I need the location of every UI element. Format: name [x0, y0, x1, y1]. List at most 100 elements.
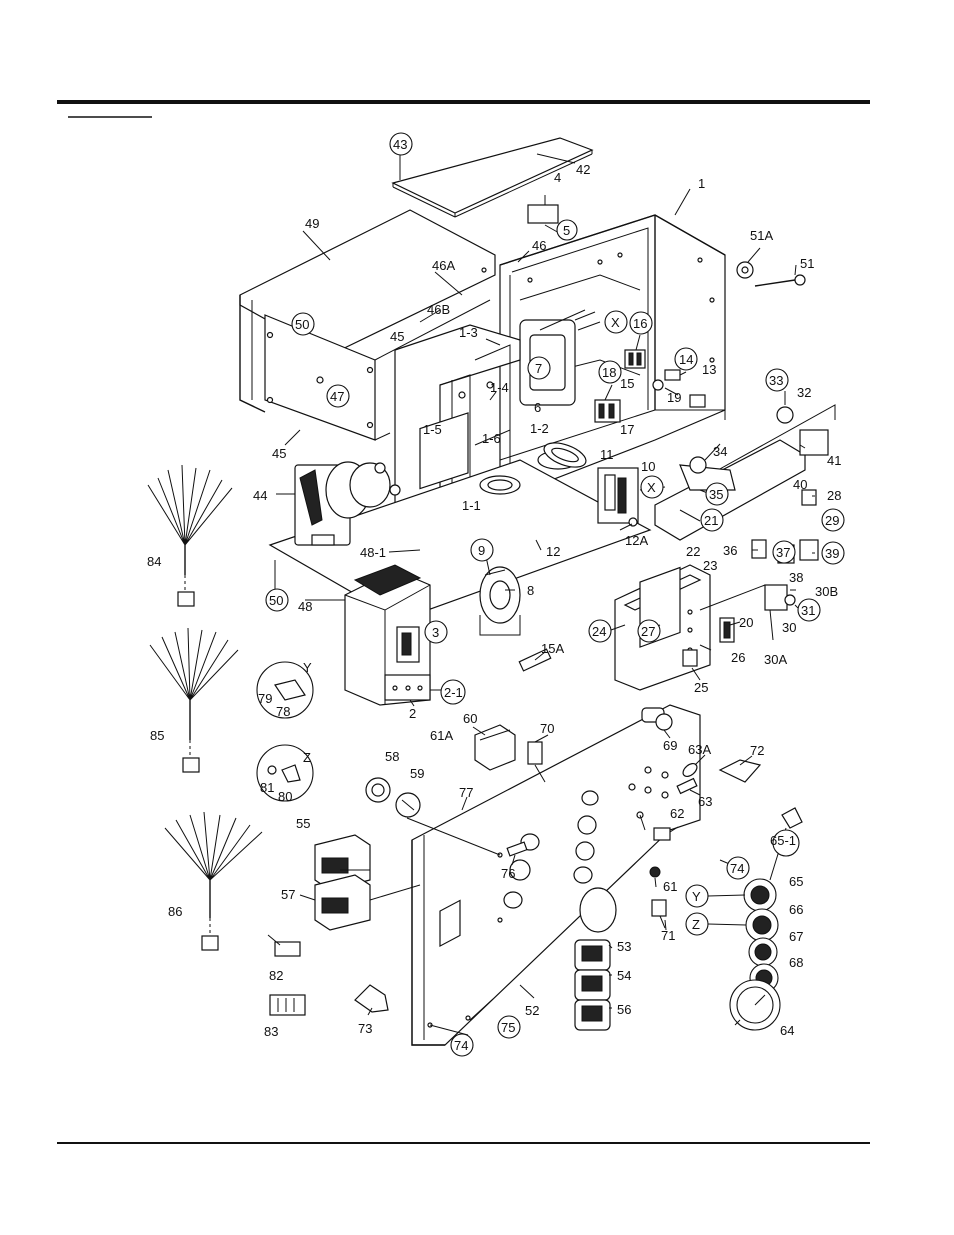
label-73: 73 [358, 1021, 372, 1036]
meter-56 [574, 999, 611, 1031]
label-9: 9 [478, 543, 485, 558]
label-61: 61 [663, 879, 677, 894]
label-x2: X [647, 480, 656, 495]
terminal-16 [624, 349, 646, 369]
terminal-17 [594, 399, 621, 423]
front-panel [411, 704, 701, 1046]
connector-4 [527, 195, 559, 224]
label-17: 17 [620, 422, 634, 437]
label-42: 42 [576, 162, 590, 177]
footer-rule [57, 1142, 870, 1144]
label-27: 27 [641, 624, 655, 639]
detail-y [256, 661, 314, 719]
label-28: 28 [827, 488, 841, 503]
label-49: 49 [305, 216, 319, 231]
label-82: 82 [269, 968, 283, 983]
label-13: 13 [702, 362, 716, 377]
label-1-4: 1-4 [490, 380, 509, 395]
gauge-65 [743, 878, 777, 912]
bolt-51 [736, 261, 806, 287]
label-2: 2 [409, 706, 416, 721]
label-16: 16 [633, 316, 647, 331]
label-6: 6 [534, 400, 541, 415]
label-78: 78 [276, 704, 290, 719]
label-45a: 45 [390, 329, 404, 344]
label-y2: Y [692, 889, 701, 904]
label-30: 30 [782, 620, 796, 635]
label-29: 29 [825, 513, 839, 528]
label-46a: 46A [432, 258, 455, 273]
label-75: 75 [501, 1020, 515, 1035]
label-2-1: 2-1 [444, 685, 463, 700]
label-34: 34 [713, 444, 727, 459]
label-72: 72 [750, 743, 764, 758]
label-20: 20 [739, 615, 753, 630]
label-25: 25 [694, 680, 708, 695]
lamp-63 [676, 762, 698, 795]
label-46: 46 [532, 238, 546, 253]
label-44: 44 [253, 488, 267, 503]
label-14: 14 [679, 352, 693, 367]
gauge-64 [729, 979, 781, 1031]
label-23: 23 [703, 558, 717, 573]
label-66: 66 [789, 902, 803, 917]
top-cover [391, 137, 594, 218]
label-z2: Z [692, 917, 700, 932]
connector-83 [269, 994, 306, 1016]
label-58: 58 [385, 749, 399, 764]
label-7: 7 [535, 361, 542, 376]
label-67: 67 [789, 929, 803, 944]
header-rule [57, 100, 870, 104]
bracket-34 [679, 456, 736, 491]
resistor-60 [474, 724, 516, 771]
label-84: 84 [147, 554, 161, 569]
label-46b: 46B [427, 302, 450, 317]
connector-82 [267, 934, 301, 957]
label-79: 79 [258, 691, 272, 706]
knob-59 [395, 792, 421, 818]
bracket-72 [718, 759, 762, 783]
label-22: 22 [686, 544, 700, 559]
label-53: 53 [617, 939, 631, 954]
wire-harness-85 [149, 627, 239, 773]
label-33: 33 [769, 373, 783, 388]
leader-lines [274, 152, 815, 1036]
potentiometer-76 [506, 841, 528, 857]
label-30a: 30A [764, 652, 787, 667]
label-61a: 61A [430, 728, 453, 743]
label-40: 40 [793, 477, 807, 492]
label-43: 43 [393, 137, 407, 152]
meter-57 [314, 874, 371, 931]
detail-z [256, 744, 314, 802]
label-26: 26 [731, 650, 745, 665]
label-69: 69 [663, 738, 677, 753]
meter-53 [574, 939, 611, 971]
label-y1: Y [303, 660, 312, 675]
pcb-module [614, 564, 735, 691]
rotary-switch [294, 461, 401, 546]
circuit-breaker [344, 564, 431, 706]
label-1: 1 [698, 176, 705, 191]
label-50b: 50 [269, 593, 283, 608]
label-41: 41 [827, 453, 841, 468]
label-76: 76 [501, 866, 515, 881]
label-60: 60 [463, 711, 477, 726]
label-51a: 51A [750, 228, 773, 243]
label-38: 38 [789, 570, 803, 585]
wire-harness-86 [164, 811, 263, 951]
label-5: 5 [563, 223, 570, 238]
label-48: 48 [298, 599, 312, 614]
label-85: 85 [150, 728, 164, 743]
label-12: 12 [546, 544, 560, 559]
label-52: 52 [525, 1003, 539, 1018]
label-21: 21 [704, 513, 718, 528]
label-63: 63 [698, 794, 712, 809]
label-64: 64 [780, 1023, 794, 1038]
label-30b: 30B [815, 584, 838, 599]
label-57: 57 [281, 887, 295, 902]
label-36: 36 [723, 543, 737, 558]
label-1-2: 1-2 [530, 421, 549, 436]
label-77: 77 [459, 785, 473, 800]
label-19: 19 [667, 390, 681, 405]
